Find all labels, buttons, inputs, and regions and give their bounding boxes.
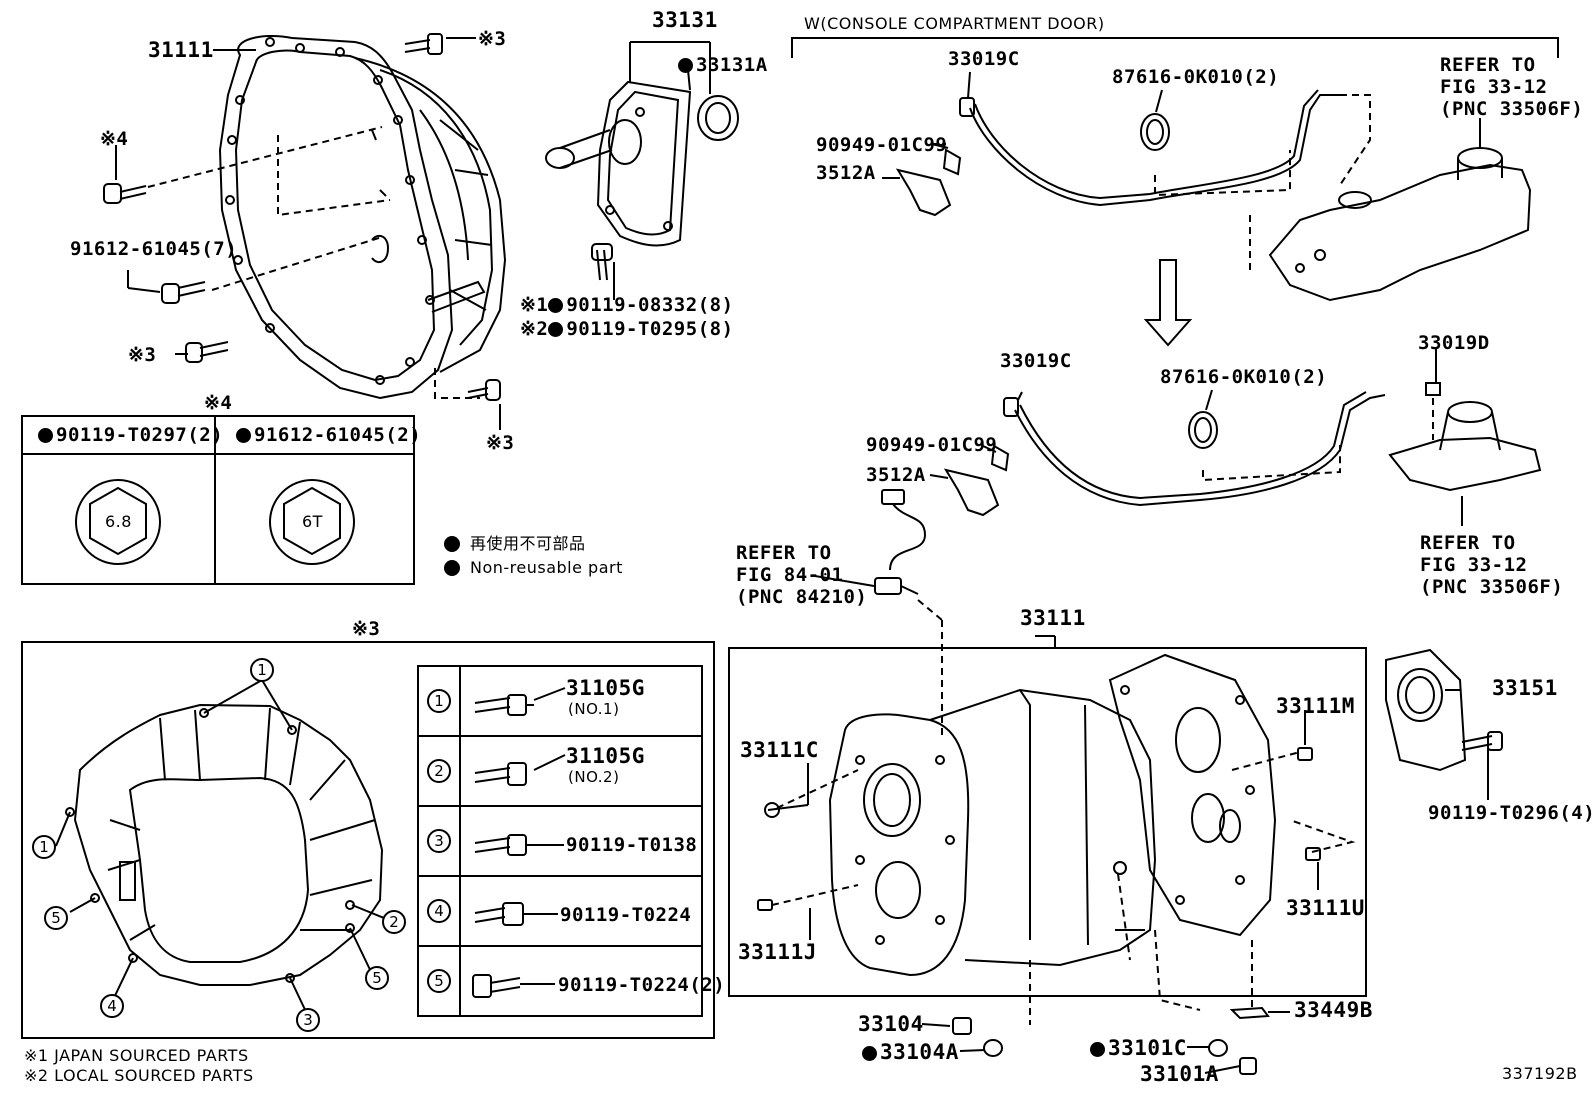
- label-33104A: 33104A: [862, 1042, 959, 1063]
- label-33111J: 33111J: [738, 940, 817, 964]
- label-refer-top-2: FIG 33-12: [1440, 76, 1548, 98]
- label-33101C: 33101C: [1090, 1038, 1187, 1059]
- detail3-title: ※3: [352, 618, 381, 640]
- transmission-case: [828, 688, 1157, 977]
- detail3-callout: 1: [32, 835, 56, 859]
- intermediate-plate: [1108, 653, 1277, 937]
- detail3-row-number: 3: [427, 829, 451, 853]
- label-33104: 33104: [858, 1012, 924, 1036]
- label-33019C-top: 33019C: [948, 48, 1020, 70]
- down-arrow: [1143, 259, 1193, 347]
- non-reusable-dot: [1090, 1042, 1105, 1057]
- detail3-part-3: 90119-T0138: [566, 834, 698, 856]
- label-87616-top: 87616-0K010(2): [1112, 66, 1280, 88]
- detail4-col2: 91612-61045(2): [236, 426, 421, 445]
- footnote-japan: ※1 JAPAN SOURCED PARTS: [24, 1046, 249, 1065]
- non-reusable-dot: [862, 1046, 877, 1061]
- label-refer-top-1: REFER TO: [1440, 54, 1536, 76]
- label-33111C: 33111C: [740, 738, 819, 762]
- non-reusable-dot: [548, 322, 564, 337]
- small-parts: [757, 747, 1321, 1075]
- detail3-row-number: 4: [427, 899, 451, 923]
- detail3-row-number: 5: [427, 969, 451, 993]
- label-33151: 33151: [1492, 676, 1558, 700]
- label-refer-top-3: (PNC 33506F): [1440, 98, 1584, 120]
- bolts: [103, 33, 613, 401]
- label-mark3-left: ※3: [128, 344, 157, 366]
- shift-cable-top: [895, 89, 1340, 217]
- detail4-head-mark-2: 6T: [302, 512, 323, 531]
- detail3-callout: 1: [250, 658, 274, 682]
- label-33111-case: 33111: [1020, 606, 1086, 630]
- detail3-row-number: 2: [427, 759, 451, 783]
- label-90949-mid: 90949-01C99: [866, 434, 998, 456]
- detail3-callout: 2: [382, 910, 406, 934]
- label-33111M: 33111M: [1276, 694, 1355, 718]
- figure-id: 337192B: [1502, 1064, 1578, 1083]
- extension-seal: [1385, 648, 1503, 800]
- label-mark3-bottom: ※3: [486, 432, 515, 454]
- label-90949-top: 90949-01C99: [816, 134, 948, 156]
- detail3-callout: 5: [365, 966, 389, 990]
- non-reusable-dot: [678, 58, 693, 73]
- label-33131: 33131: [652, 8, 718, 32]
- legend-en: Non-reusable part: [470, 558, 623, 577]
- label-33449B: 33449B: [1294, 998, 1373, 1022]
- shift-tower-top: [1268, 147, 1532, 302]
- label-refer-sensor-3: (PNC 84210): [736, 586, 868, 608]
- detail3-callout: 3: [296, 1008, 320, 1032]
- header-console-door: W(CONSOLE COMPARTMENT DOOR): [804, 14, 1105, 33]
- detail3-row-number: 1: [427, 689, 451, 713]
- label-31111: 31111: [148, 38, 214, 62]
- detail4-head-mark-1: 6.8: [105, 512, 132, 531]
- detail3-part-2: 31105G: [566, 744, 645, 768]
- label-mark3-top: ※3: [478, 28, 507, 50]
- label-33019D: 33019D: [1418, 332, 1490, 354]
- bell-housing-illustration: [218, 35, 507, 400]
- non-reusable-dot: [236, 428, 251, 443]
- bearing-retainer: [545, 41, 739, 247]
- legend-dot-en: [444, 560, 460, 576]
- label-3512A-top: 3512A: [816, 162, 876, 184]
- detail3-box: [21, 641, 715, 1039]
- shift-cable-mid: [943, 382, 1441, 517]
- detail4-box: [21, 415, 415, 585]
- footnote-local: ※2 LOCAL SOURCED PARTS: [24, 1066, 254, 1085]
- label-refer-sensor-2: FIG 84-01: [736, 564, 844, 586]
- detail4-title: ※4: [204, 392, 233, 414]
- label-33019C-mid: 33019C: [1000, 350, 1072, 372]
- detail3-sub-2: (NO.2): [568, 768, 620, 786]
- detail3-sub-1: (NO.1): [568, 700, 620, 718]
- label-refer-sensor-1: REFER TO: [736, 542, 832, 564]
- label-refer-mid-1: REFER TO: [1420, 532, 1516, 554]
- label-33111U: 33111U: [1286, 896, 1365, 920]
- label-91612-61045-7: 91612-61045(7): [70, 238, 238, 260]
- detail4-col1: 90119-T0297(2): [38, 426, 223, 445]
- detail3-callout: 5: [44, 906, 68, 930]
- label-mark4-bolt: ※4: [100, 128, 129, 150]
- label-33131A: 33131A: [678, 56, 768, 75]
- shift-tower-mid: [1388, 401, 1542, 492]
- non-reusable-dot: [548, 298, 564, 313]
- legend-jp: 再使用不可部品: [470, 534, 586, 553]
- label-refer-mid-3: (PNC 33506F): [1420, 576, 1564, 598]
- label-87616-mid: 87616-0K010(2): [1160, 366, 1328, 388]
- detail3-part-5: 90119-T0224(2): [558, 974, 726, 996]
- label-33101A: 33101A: [1140, 1062, 1219, 1086]
- speed-sensor: [874, 489, 927, 595]
- label-90119-T0296: 90119-T0296(4): [1428, 802, 1592, 824]
- legend-dot-jp: [444, 536, 460, 552]
- detail3-part-4: 90119-T0224: [560, 904, 692, 926]
- label-refer-mid-2: FIG 33-12: [1420, 554, 1528, 576]
- label-3512A-mid: 3512A: [866, 464, 926, 486]
- non-reusable-dot: [38, 428, 53, 443]
- detail3-part-1: 31105G: [566, 676, 645, 700]
- detail3-callout: 4: [100, 994, 124, 1018]
